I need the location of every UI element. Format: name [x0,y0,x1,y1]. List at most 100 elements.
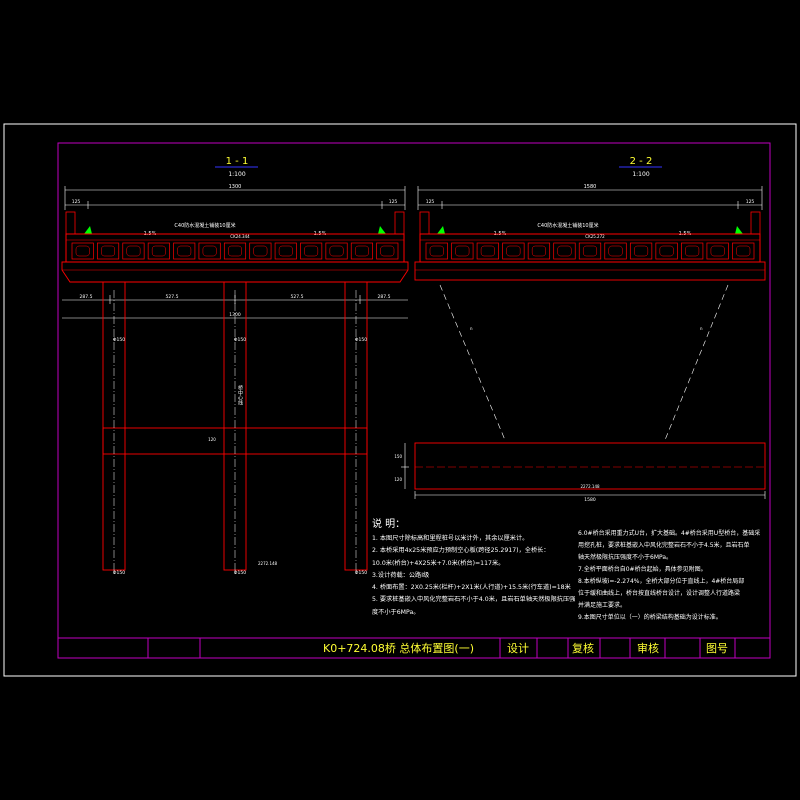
section-1-annotation: C40防水混凝土铺装10厘米 [174,222,235,229]
hollow-slab-cell [604,242,627,260]
green-marker-icon [437,226,445,234]
note-line: 用挖孔桩，要求桩基嵌入中风化完整岩石不小于4.5米，且岩石单 [578,542,750,549]
hollow-slab-void [659,245,674,257]
section-1-hollow-slabs [71,242,399,260]
title-design-label: 设计 [507,642,529,655]
hollow-slab-cell [376,242,399,260]
title-review-label: 审核 [637,641,659,655]
hollow-slab-cell [629,242,653,260]
hollow-slab-cell [249,242,272,260]
hollow-slab-void [480,245,495,257]
hollow-slab-void [608,245,623,257]
section-1-bottom-dim: 287.5 [378,294,391,300]
section-1-edge-dim-left: 125 [72,199,81,205]
pier-dim-label: Φ150 [234,337,246,343]
section-2-edge-dim-right: 125 [746,199,755,205]
section-2-vert-dim: 120 [394,477,402,482]
section-2-vert-dim: 150 [394,454,402,459]
section-2-hollow-slabs [425,242,755,260]
section-2-label: 2 - 2 [630,156,653,167]
hollow-slab-cell [223,242,247,260]
hollow-slab-cell [71,242,94,260]
note-line: 3.设计荷载：公路I级 [372,571,430,579]
hollow-slab-void [685,245,700,257]
svg-text:CK25.272: CK25.272 [585,234,605,239]
section-1-bottom-note: 2272.148 [258,561,278,566]
abutment-foundation [414,442,766,490]
inner-frame [57,142,771,659]
hollow-slab-cell [198,242,221,260]
hollow-slab-void [253,245,268,257]
hollow-slab-void [304,245,319,257]
note-line: 4. 桥面布置：2X0.25米(栏杆)+2X1米(人行道)+15.5米(行车道)… [372,584,571,592]
hollow-slab-cell [173,242,196,260]
hollow-slab-cell [553,242,576,260]
pier-dim-label: Φ150 [113,337,125,343]
hollow-slab-void [354,245,369,257]
section-2-scale: 1:100 [632,171,649,178]
hollow-slab-void [582,245,598,257]
note-line: 1. 本图尺寸除标高和里程桩号以米计外，其余以厘米计。 [372,535,529,542]
hollow-slab-void [329,245,344,257]
section-1-scale: 1:100 [228,171,245,178]
notes-heading: 说 明： [372,519,406,530]
hollow-slab-void [177,245,192,257]
notes-right: 6.0#桥台采用重力式U台，扩大基础。4#桥台采用U型桥台，基础采 用挖孔桩，要… [578,528,760,624]
section-2-edge-dim-left: 125 [426,199,435,205]
pier-base-label: Φ150 [113,570,125,576]
hollow-slab-cell [732,242,755,260]
hollow-slab-cell [147,242,170,260]
green-marker-icon [84,226,92,234]
hollow-slab-cell [655,242,678,260]
hollow-slab-cell [300,242,323,260]
section-2-overall-dim: 1580 [584,184,597,190]
hollow-slab-void [380,245,395,257]
hollow-slab-cell [476,242,499,260]
hollow-slab-void [101,245,116,257]
hollow-slab-void [531,245,546,257]
hollow-slab-cell [681,242,704,260]
hollow-slab-void [228,245,242,257]
center-line-label: 桥中心线 [237,384,243,405]
hollow-slab-void [506,245,521,257]
section-1-overall-dim: 1300 [229,184,242,190]
title-block [58,637,770,658]
section-1-bottom-total: 1300 [229,312,241,318]
note-line: 5. 要求桩基嵌入中风化完整岩石不小于4.0米，且岩石单轴天然极限抗压强 [372,596,576,604]
note-line: 6.0#桥台采用重力式U台，扩大基础。4#桥台采用U型桥台，基础采 [578,530,761,537]
pier-base-label: Φ150 [355,570,367,576]
section-1-edge-dim-right: 125 [389,199,398,205]
abutment-slope-lines [439,284,729,441]
hollow-slab-cell [451,242,474,260]
hollow-slab-cell [425,242,448,260]
notes-left: 1. 本图尺寸除标高和里程桩号以米计外，其余以厘米计。 2. 本桥采用4x25米… [372,533,575,619]
section-1-bottom-dim: 527.5 [166,294,179,300]
hollow-slab-void [126,245,141,257]
hollow-slab-cell [97,242,120,260]
pier-dim-label: Φ150 [355,337,367,343]
hollow-slab-void [455,245,470,257]
hollow-slab-cell [578,242,602,260]
section-1-bottom-dim: 527.5 [291,294,304,300]
note-line: 位于缓和曲线上，桥台按直线桥台设计，设计调整人行道路梁 [578,590,741,597]
note-line: 8.本桥纵坡i=-2.274%，全桥大部分位于直线上，4#桥台局部 [578,578,745,585]
hollow-slab-void [736,245,751,257]
hollow-slab-cell [274,242,297,260]
note-line: 7.全桥平面桥台自0#桥台起始，具体参见附图。 [578,566,707,573]
section-1-bottom-dim: 287.5 [80,294,93,300]
green-marker-icon [735,226,743,234]
pier-base-label: Φ150 [234,570,246,576]
svg-text:n: n [700,326,703,331]
hollow-slab-void [151,245,166,257]
hollow-slab-cell [706,242,729,260]
hollow-slab-cell [325,242,348,260]
section-2-bottom-dim: 1580 [584,497,596,503]
section-1-label: 1 - 1 [226,156,249,167]
hollow-slab-void [75,245,90,257]
hollow-slab-void [710,245,725,257]
note-line: 10.0米(桥台)+4X25米+7.0米(桥台)=117米。 [372,559,505,567]
svg-text:n: n [470,326,473,331]
hollow-slab-cell [122,242,145,260]
green-marker-icon [378,226,386,234]
